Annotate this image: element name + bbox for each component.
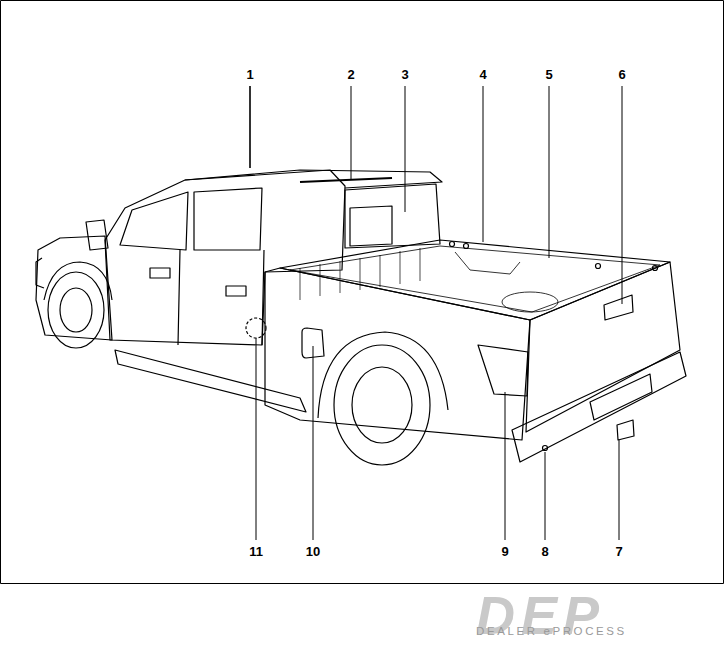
- roof: [185, 170, 442, 188]
- tie-down: [596, 264, 601, 269]
- rear-bumper: [512, 352, 686, 462]
- antenna-leader: [249, 86, 251, 168]
- tailgate-handle: [604, 295, 633, 320]
- leader: [549, 86, 550, 258]
- leader: [622, 86, 623, 304]
- spare-tire: [502, 292, 558, 312]
- bed-ribs: [300, 248, 420, 300]
- bed-inner: [290, 246, 660, 312]
- callout-number: 2: [339, 67, 363, 83]
- callout-number: 9: [493, 544, 517, 560]
- leader: [256, 338, 257, 540]
- back-window: [345, 184, 440, 248]
- dashed-circle: [246, 318, 266, 338]
- tie-down: [464, 244, 469, 249]
- tail-light: [478, 345, 528, 396]
- rear-window: [194, 188, 262, 250]
- leader: [483, 86, 484, 242]
- door-handles: [150, 268, 246, 296]
- callout-number: 11: [244, 544, 268, 560]
- callout-number: 5: [537, 67, 561, 83]
- front-wheel: [48, 272, 104, 348]
- roof-light: [300, 178, 392, 182]
- plate: [590, 374, 652, 420]
- front-window: [120, 192, 188, 250]
- leader: [505, 392, 506, 540]
- leader: [545, 452, 546, 540]
- rear-wheel: [334, 345, 430, 465]
- rear-rim: [352, 367, 412, 443]
- frame: [1, 1, 724, 584]
- leader: [313, 346, 314, 540]
- headlight: [36, 258, 44, 288]
- tie-down: [450, 242, 455, 247]
- sliding-pane: [350, 206, 392, 246]
- tailgate: [526, 262, 680, 432]
- hitch: [617, 420, 634, 440]
- leader: [619, 440, 620, 540]
- cab: [105, 170, 345, 345]
- callout-number: 8: [533, 544, 557, 560]
- callout-number: 7: [607, 544, 631, 560]
- leaders: [250, 86, 622, 540]
- front-arch: [44, 262, 112, 300]
- bed-side: [265, 268, 530, 440]
- watermark-text: DEALER ePROCESS: [476, 626, 627, 638]
- callout-number: 4: [471, 67, 495, 83]
- sensor: [543, 446, 548, 451]
- leader: [351, 86, 352, 180]
- front-fender: [36, 236, 112, 340]
- callout-number: 1: [238, 67, 262, 83]
- front-rim: [60, 288, 92, 332]
- running-board: [115, 350, 306, 412]
- bed-well: [455, 252, 520, 274]
- leader: [405, 86, 406, 212]
- callout-number: 3: [393, 67, 417, 83]
- callout-number: 6: [610, 67, 634, 83]
- callout-number: 10: [301, 544, 325, 560]
- door-seams: [178, 250, 264, 345]
